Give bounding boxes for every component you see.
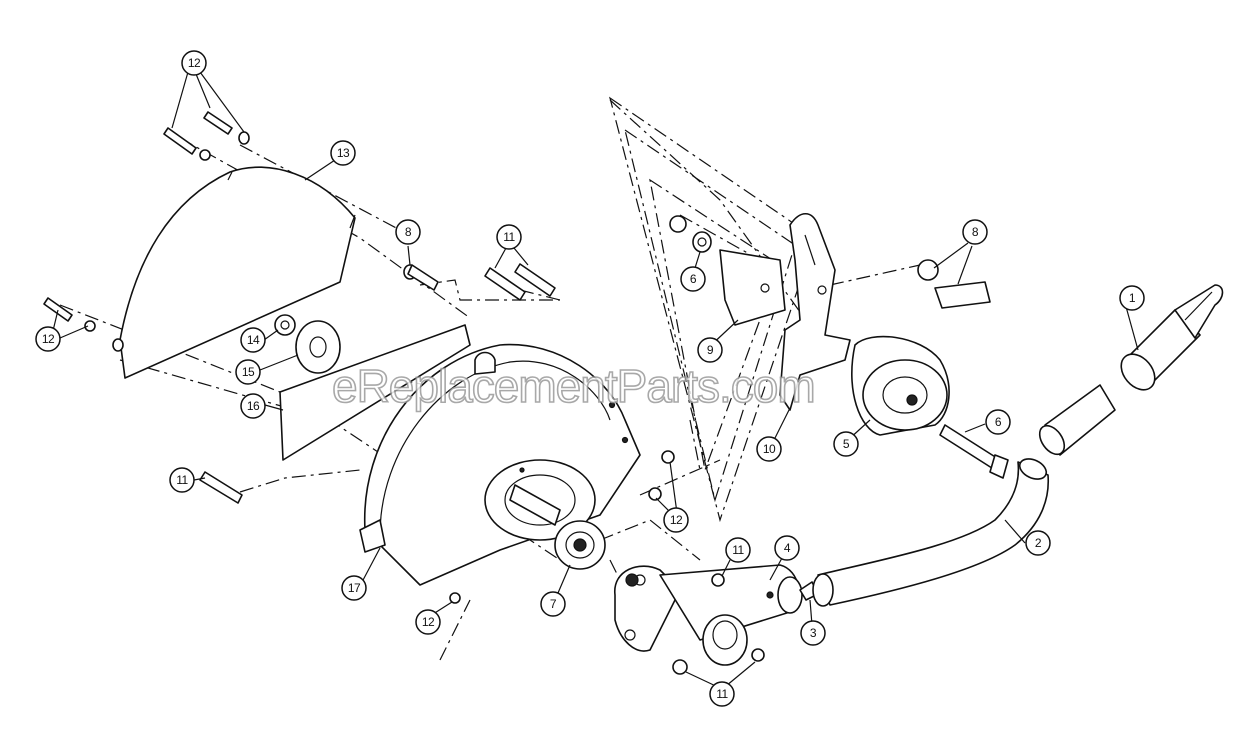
- callout-14: 14: [240, 327, 266, 353]
- svg-text:8: 8: [405, 225, 412, 239]
- svg-text:8: 8: [972, 225, 979, 239]
- mounting-plate-outline: [609, 96, 816, 523]
- callout-2: 2: [1025, 530, 1051, 556]
- drum-5: [851, 335, 950, 436]
- svg-text:6: 6: [995, 415, 1002, 429]
- callout-8-right: 8: [962, 219, 988, 245]
- callouts: 1 2 3 4 5 6 6 7 8 8 9 10 11 11 11 11 12 …: [35, 50, 1145, 707]
- callout-3: 3: [800, 620, 826, 646]
- bolt-6: [939, 424, 1009, 479]
- nut-washer-6: [669, 215, 712, 253]
- callout-12-bottom: 12: [415, 609, 441, 635]
- callout-6-nut: 6: [680, 266, 706, 292]
- block-9: [719, 249, 786, 326]
- svg-text:14: 14: [247, 333, 260, 347]
- callout-9: 9: [697, 337, 723, 363]
- svg-text:15: 15: [242, 365, 255, 379]
- callout-11-bottom: 11: [709, 681, 735, 707]
- svg-text:11: 11: [176, 473, 188, 487]
- callout-11-left-bolt: 11: [169, 467, 195, 493]
- svg-text:11: 11: [732, 543, 744, 557]
- svg-text:11: 11: [716, 687, 728, 701]
- svg-text:12: 12: [670, 513, 683, 527]
- callout-11-flange: 11: [725, 537, 751, 563]
- watermark: eReplacementParts.com: [332, 360, 815, 412]
- bracket-10: [779, 212, 851, 411]
- svg-text:17: 17: [348, 581, 361, 595]
- callout-10: 10: [756, 436, 782, 462]
- fasteners: [43, 111, 765, 675]
- callout-11-twin-bolts: 11: [496, 224, 522, 250]
- washer-block-8: [917, 259, 991, 309]
- callout-7: 7: [540, 591, 566, 617]
- svg-text:12: 12: [42, 332, 55, 346]
- svg-text:5: 5: [843, 437, 850, 451]
- svg-text:11: 11: [503, 230, 515, 244]
- svg-text:9: 9: [707, 343, 714, 357]
- washer-15: [295, 320, 341, 374]
- callout-4: 4: [774, 535, 800, 561]
- callout-6-bolt: 6: [985, 409, 1011, 435]
- svg-text:10: 10: [763, 442, 776, 456]
- nut-14: [274, 314, 296, 336]
- svg-text:13: 13: [337, 146, 350, 160]
- bearing-7: [554, 520, 606, 570]
- svg-text:12: 12: [188, 56, 201, 70]
- callout-16: 16: [240, 393, 266, 419]
- callout-12-top: 12: [181, 50, 207, 76]
- callout-12-left: 12: [35, 326, 61, 352]
- callout-8-left: 8: [395, 219, 421, 245]
- svg-text:4: 4: [784, 541, 791, 555]
- callout-15: 15: [235, 359, 261, 385]
- callout-17: 17: [341, 575, 367, 601]
- callout-12-right: 12: [663, 507, 689, 533]
- svg-text:3: 3: [810, 626, 817, 640]
- svg-text:6: 6: [690, 272, 697, 286]
- svg-text:16: 16: [247, 399, 260, 413]
- grip-1: [1038, 284, 1224, 456]
- callout-13: 13: [330, 140, 356, 166]
- arm-flange-4: [614, 564, 803, 666]
- plate-16: [279, 324, 471, 461]
- svg-text:7: 7: [550, 597, 557, 611]
- svg-text:1: 1: [1129, 291, 1136, 305]
- svg-text:2: 2: [1035, 536, 1042, 550]
- upper-guard-13: [119, 166, 356, 379]
- callout-5: 5: [833, 431, 859, 457]
- svg-text:12: 12: [422, 615, 435, 629]
- handle-tube-2: [812, 458, 1050, 607]
- callout-1: 1: [1119, 285, 1145, 311]
